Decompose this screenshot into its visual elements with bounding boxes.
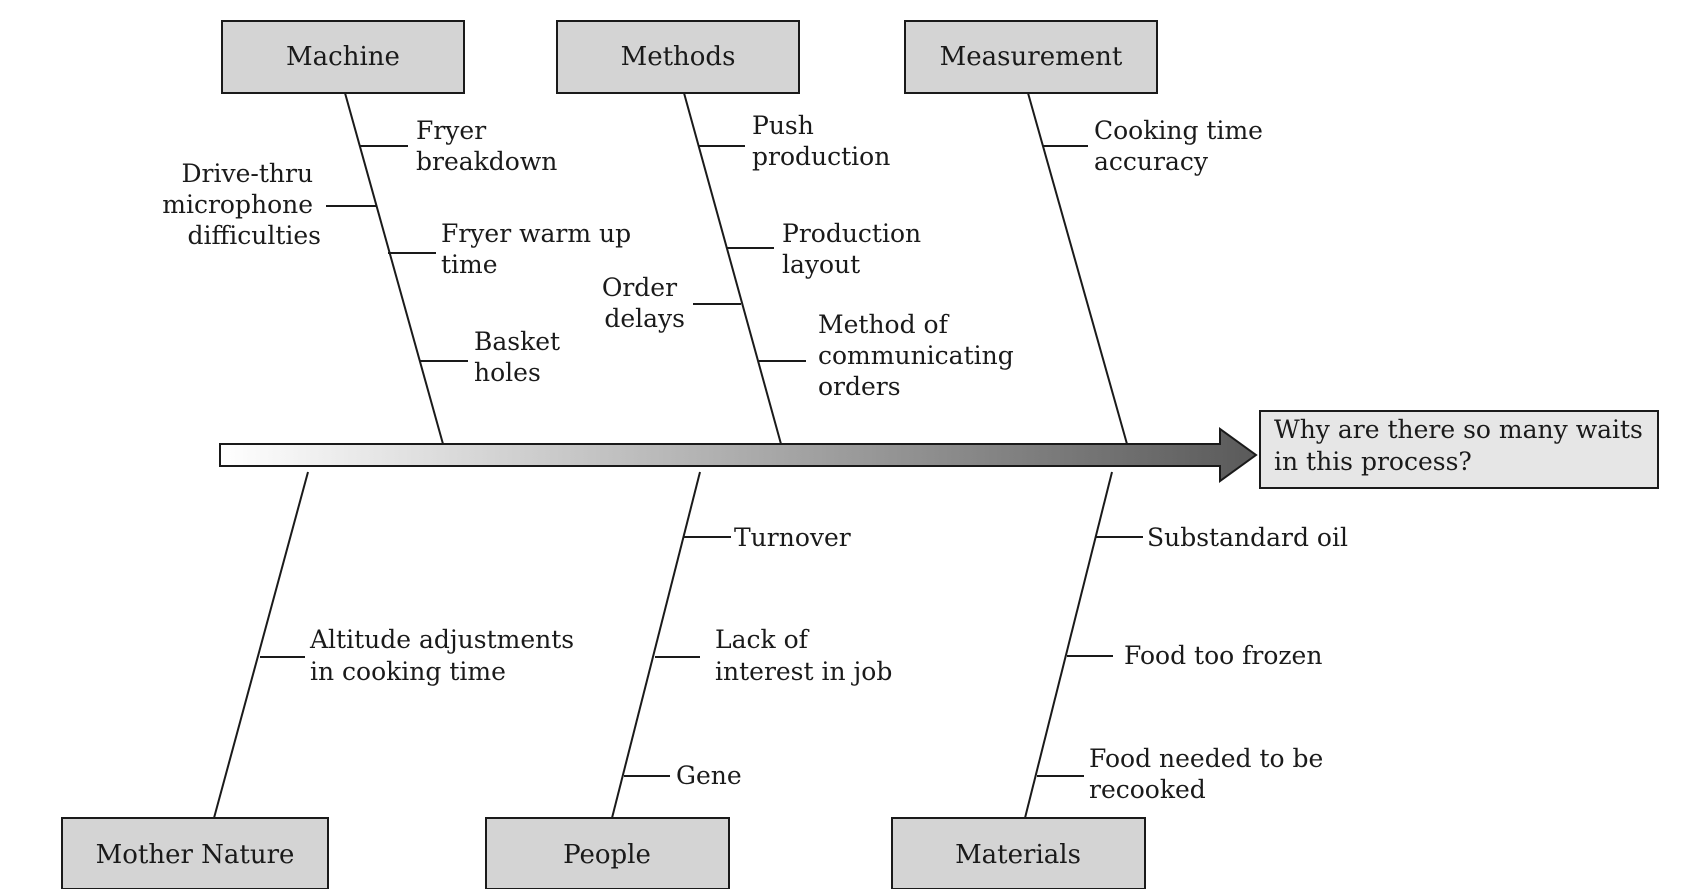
effect-label-line-2: in this process? bbox=[1274, 447, 1472, 476]
cause-turnover: Turnover bbox=[734, 523, 851, 552]
category-label-measurement: Measurement bbox=[940, 42, 1123, 72]
cause-lack-of-interest-in-job: Lack of interest in job bbox=[715, 625, 892, 686]
category-measurement: Measurement Cooking time accuracy bbox=[904, 20, 1271, 445]
cause-food-needed-to-be-recooked: Food needed to be recooked bbox=[1089, 744, 1331, 804]
cause-push-production: Push production bbox=[752, 111, 890, 171]
category-box-machine bbox=[221, 20, 465, 94]
category-label-machine: Machine bbox=[286, 42, 400, 72]
category-label-people: People bbox=[563, 840, 651, 870]
cause-drive-thru-microphone-difficulties: Drive-thru microphone difficulties bbox=[162, 159, 321, 250]
effect-box bbox=[1259, 410, 1659, 489]
category-box-mother-nature bbox=[61, 817, 329, 889]
cause-gene: Gene bbox=[676, 761, 742, 790]
category-box-people bbox=[485, 817, 730, 889]
category-mother-nature: Mother Nature Altitude adjustments in co… bbox=[61, 471, 582, 889]
bone-people bbox=[611, 471, 701, 819]
category-box-measurement bbox=[904, 20, 1158, 94]
effect-label-line-1: Why are there so many waits bbox=[1274, 415, 1643, 444]
bone-measurement bbox=[1027, 92, 1128, 445]
category-machine: Machine Fryer breakdown Drive-thru micro… bbox=[162, 20, 639, 445]
category-box-methods bbox=[556, 20, 800, 94]
cause-fryer-breakdown: Fryer breakdown bbox=[416, 116, 557, 176]
category-label-mother-nature: Mother Nature bbox=[96, 840, 295, 870]
category-materials: Materials Substandard oil Food too froze… bbox=[891, 471, 1348, 889]
cause-order-delays: Order delays bbox=[602, 273, 685, 333]
category-methods: Methods Push production Production layou… bbox=[556, 20, 1022, 445]
cause-substandard-oil: Substandard oil bbox=[1147, 523, 1348, 552]
cause-production-layout: Production layout bbox=[782, 219, 929, 279]
spine-arrow bbox=[219, 427, 1258, 483]
category-people: People Turnover Lack of interest in job … bbox=[485, 471, 892, 889]
effect-box-group: Why are there so many waits in this proc… bbox=[1259, 410, 1659, 489]
category-label-materials: Materials bbox=[955, 840, 1081, 870]
bone-mother-nature bbox=[213, 471, 309, 819]
bone-methods bbox=[683, 92, 782, 445]
cause-fryer-warm-up-time: Fryer warm up time bbox=[441, 219, 639, 279]
cause-food-too-frozen: Food too frozen bbox=[1124, 641, 1322, 670]
cause-method-of-communicating-orders: Method of communicating orders bbox=[818, 310, 1022, 401]
cause-cooking-time-accuracy: Cooking time accuracy bbox=[1094, 116, 1271, 176]
bone-materials bbox=[1024, 471, 1113, 819]
cause-altitude-adjustments-in-cooking-time: Altitude adjustments in cooking time bbox=[309, 625, 582, 686]
cause-basket-holes: Basket holes bbox=[474, 327, 568, 387]
bone-machine bbox=[344, 92, 444, 445]
category-label-methods: Methods bbox=[621, 42, 736, 72]
category-box-materials bbox=[891, 817, 1146, 889]
